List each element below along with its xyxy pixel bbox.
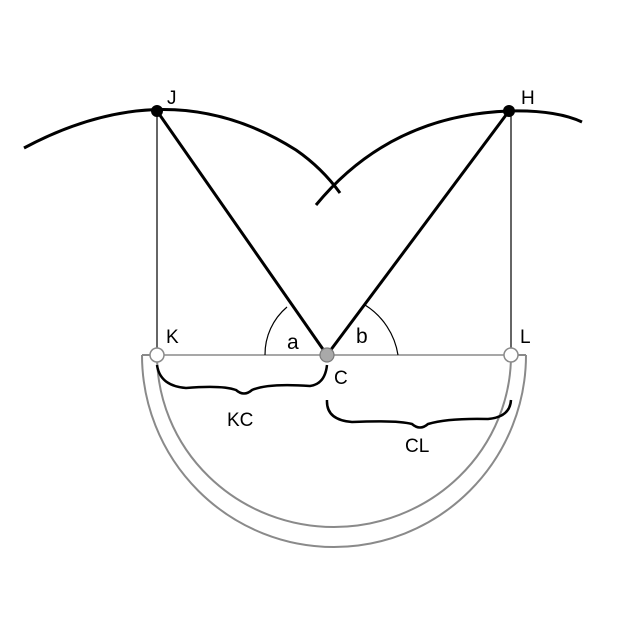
- label-angle-b: b: [356, 325, 368, 348]
- brace-cl: [325, 399, 513, 429]
- point-k: [149, 347, 165, 363]
- arc-through-j: [23, 108, 342, 194]
- point-l: [503, 347, 519, 363]
- angle-arc-b: [364, 304, 399, 356]
- label-c: C: [334, 368, 348, 389]
- label-k: K: [166, 327, 179, 348]
- brace-kc: [155, 364, 329, 395]
- label-j: J: [167, 88, 177, 109]
- point-c: [319, 347, 335, 363]
- segment-j-c: [155, 110, 329, 356]
- label-angle-a: a: [287, 331, 299, 354]
- arc-through-h: [314, 109, 583, 206]
- label-l: L: [520, 327, 531, 348]
- half-ring-outer: [141, 354, 527, 548]
- angle-arc-a: [264, 306, 288, 356]
- point-h: [503, 105, 515, 117]
- half-ring-inner: [156, 354, 512, 528]
- segment-h-c: [325, 110, 511, 356]
- label-h: H: [521, 88, 535, 109]
- point-j: [151, 105, 163, 117]
- label-cl: CL: [405, 436, 429, 457]
- label-kc: KC: [227, 410, 253, 431]
